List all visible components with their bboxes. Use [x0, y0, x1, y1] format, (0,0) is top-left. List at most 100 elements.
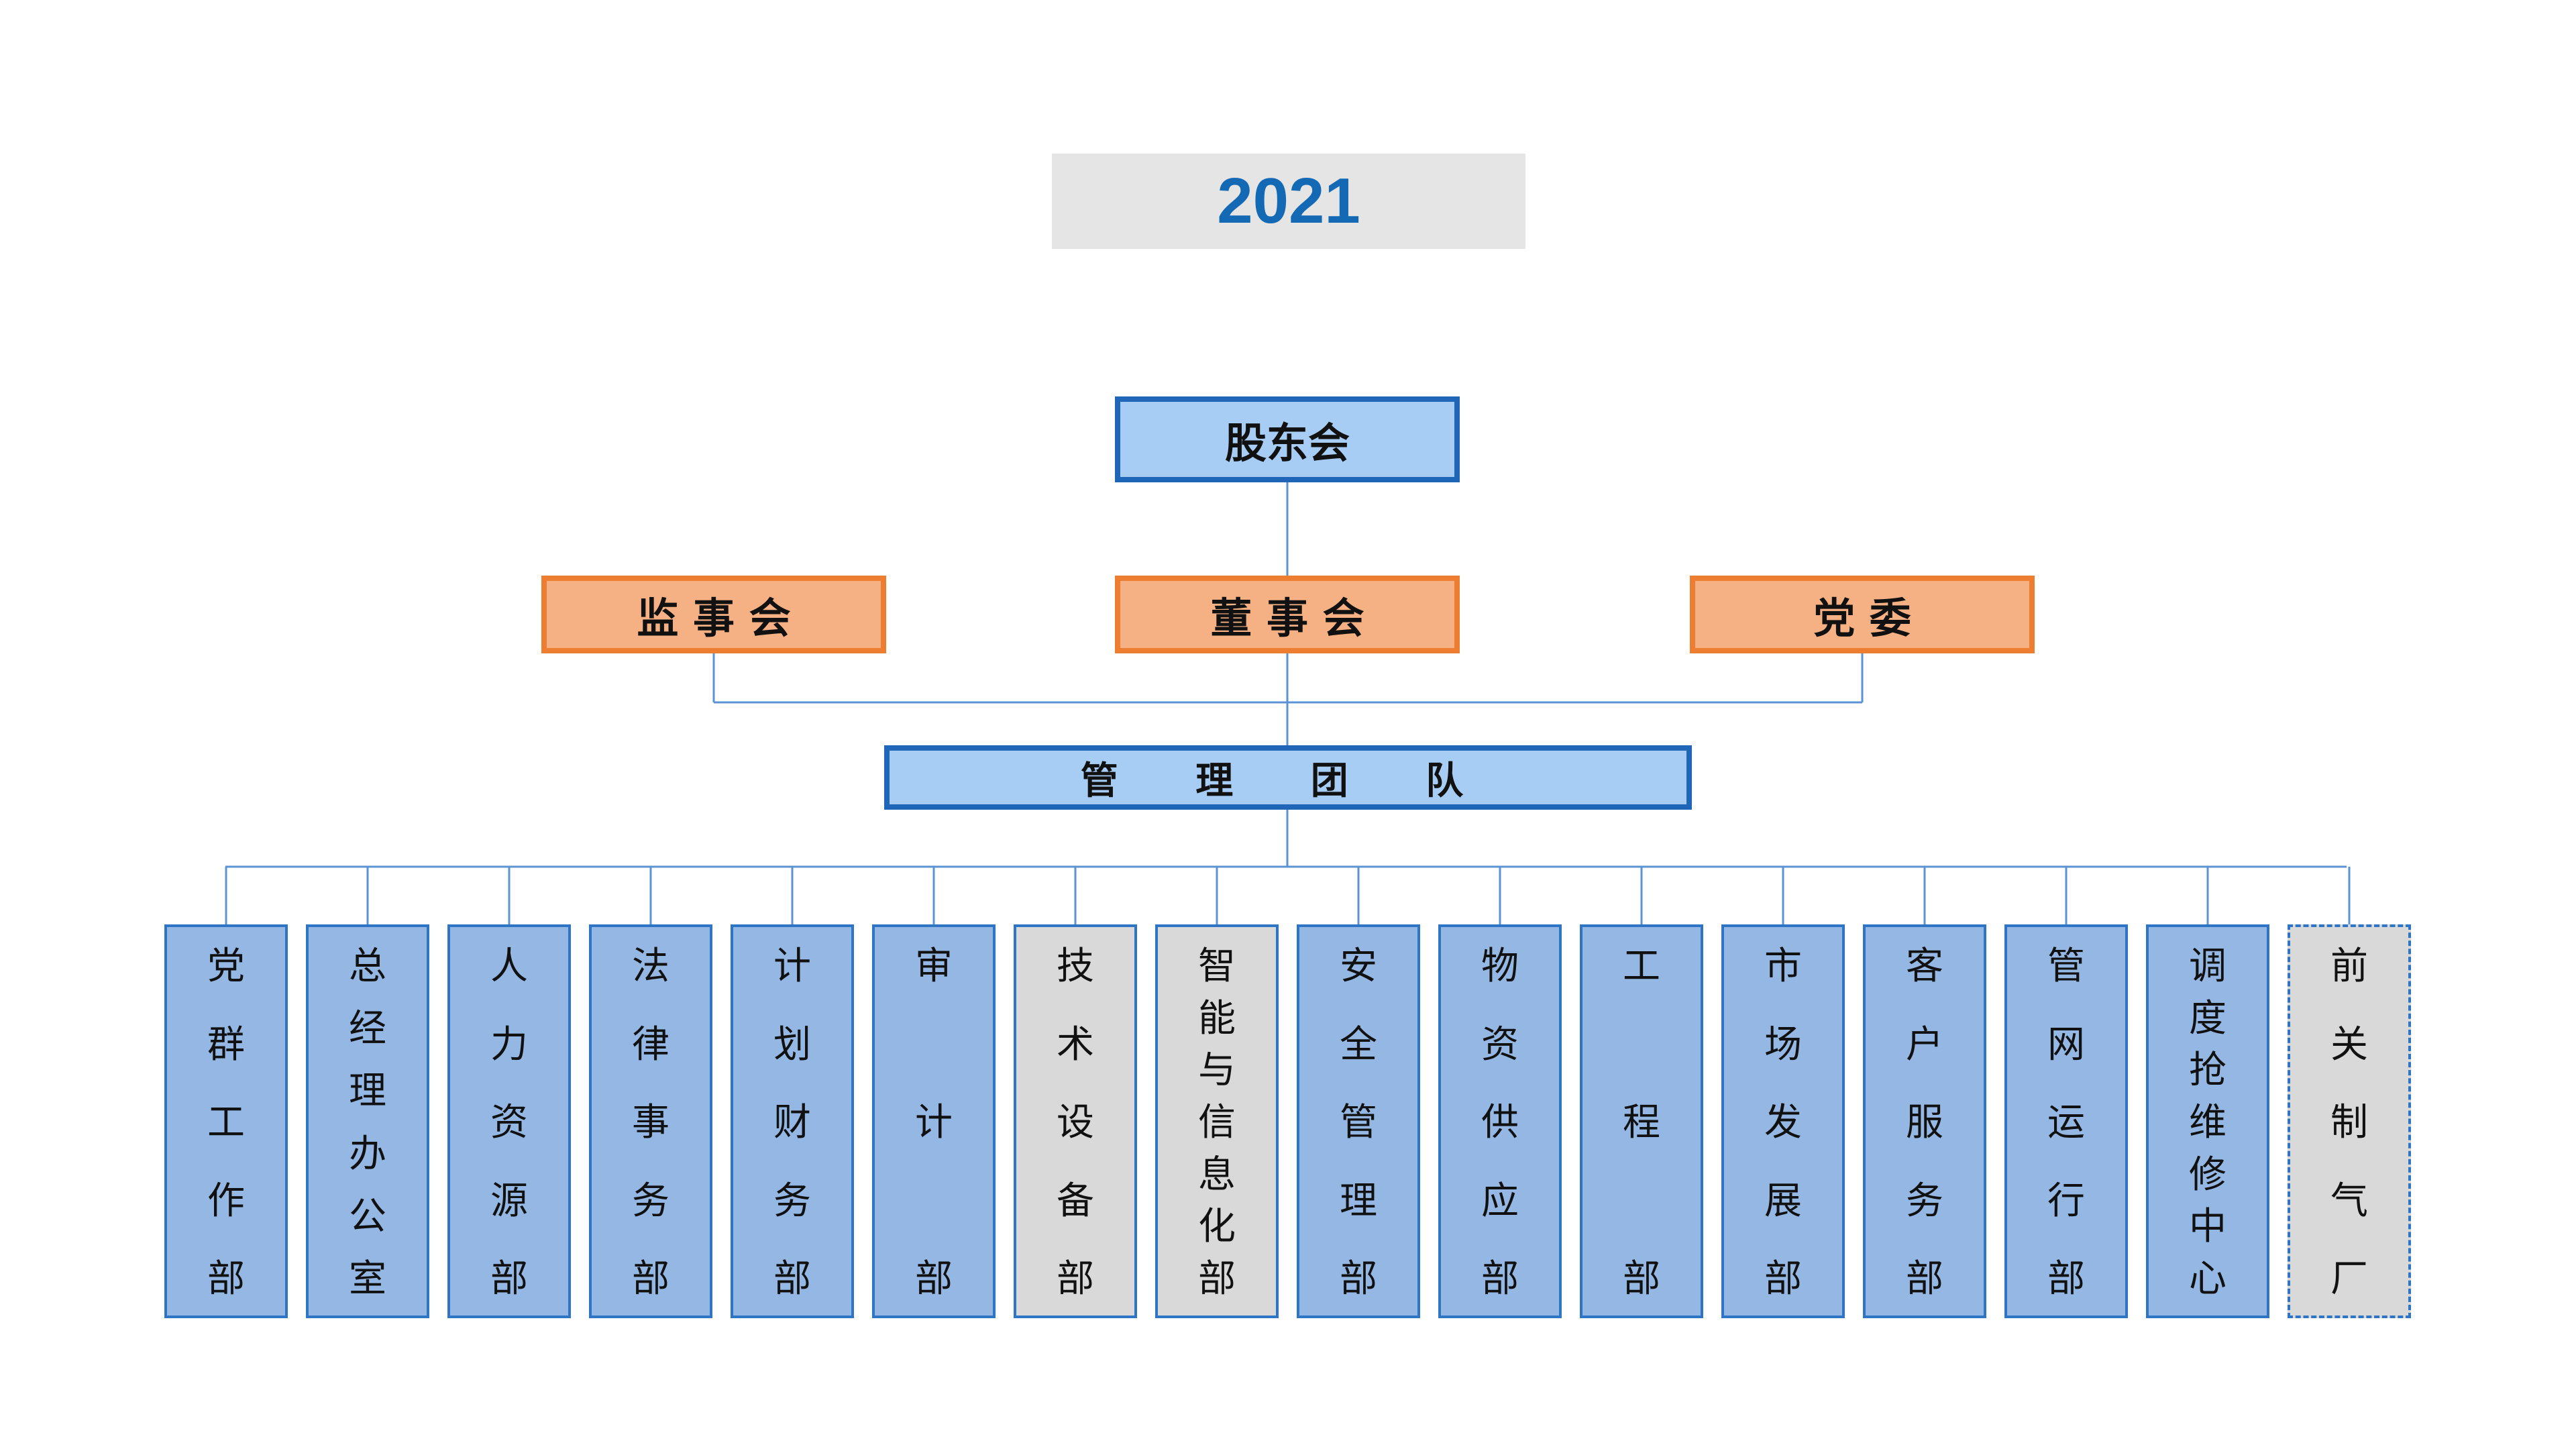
- department-name-character: 部: [2047, 1257, 2085, 1301]
- department-name-character: 全: [1340, 1022, 1377, 1067]
- department-name-character: 部: [1764, 1257, 1802, 1301]
- department-name-character: 工: [1623, 945, 1660, 988]
- department-box: 管网运行部: [2004, 924, 2128, 1318]
- department-name-character: 制: [2330, 1101, 2368, 1145]
- department-box: 前关制气厂: [2288, 924, 2411, 1318]
- department-name-character: 调: [2189, 945, 2226, 988]
- department-name-character: 技: [1057, 945, 1094, 988]
- department-name-character: 法: [632, 945, 669, 988]
- department-name-character: 前: [2330, 945, 2368, 988]
- department-name-character: 行: [2047, 1179, 2085, 1223]
- department-box: 安全管理部: [1297, 924, 1420, 1318]
- department-name-character: 物: [1481, 945, 1519, 988]
- department-name-character: 务: [773, 1179, 811, 1223]
- department-name-character: 网: [2047, 1022, 2085, 1067]
- department-name-character: 部: [1340, 1257, 1377, 1301]
- department-name-character: 室: [349, 1257, 386, 1301]
- department-name-character: 部: [632, 1257, 669, 1301]
- department-name-character: 党: [207, 945, 245, 988]
- department-name-character: 作: [207, 1179, 245, 1223]
- department-box: 人力资源部: [447, 924, 571, 1318]
- department-name-character: 办: [349, 1132, 386, 1176]
- department-name-character: 源: [490, 1179, 528, 1223]
- department-box: 总经理办公室: [306, 924, 429, 1318]
- department-name-character: 部: [773, 1257, 811, 1301]
- department-name-character: 人: [490, 945, 528, 988]
- department-name-character: 气: [2330, 1179, 2368, 1223]
- department-name-character: 度: [2189, 996, 2226, 1040]
- department-name-character: 能: [1198, 996, 1236, 1040]
- department-box: 审计部: [872, 924, 996, 1318]
- department-name-character: 程: [1623, 1101, 1660, 1145]
- management-team-box: 管 理 团 队: [884, 745, 1692, 810]
- department-name-character: 资: [1481, 1022, 1519, 1067]
- department-name-character: 部: [1906, 1257, 1943, 1301]
- department-name-character: 事: [632, 1101, 669, 1145]
- department-name-character: 信: [1198, 1101, 1236, 1145]
- department-name-character: 工: [207, 1101, 245, 1145]
- department-name-character: 客: [1906, 945, 1943, 988]
- department-name-character: 部: [1198, 1257, 1236, 1301]
- department-name-character: 展: [1764, 1179, 1802, 1223]
- department-name-character: 场: [1764, 1022, 1802, 1067]
- department-name-character: 管: [2047, 945, 2085, 988]
- department-name-character: 资: [490, 1101, 528, 1145]
- department-box: 工程部: [1580, 924, 1703, 1318]
- department-name-character: 律: [632, 1022, 669, 1067]
- department-box: 调度抢维修中心: [2146, 924, 2269, 1318]
- department-name-character: 公: [349, 1194, 386, 1238]
- department-name-character: 理: [349, 1069, 386, 1114]
- department-name-character: 部: [207, 1257, 245, 1301]
- department-name-character: 部: [490, 1257, 528, 1301]
- department-box: 智能与信息化部: [1155, 924, 1279, 1318]
- department-name-character: 计: [915, 1101, 953, 1145]
- department-name-character: 厂: [2330, 1257, 2368, 1301]
- department-name-character: 部: [1057, 1257, 1094, 1301]
- department-name-character: 划: [773, 1022, 811, 1067]
- department-box: 物资供应部: [1438, 924, 1562, 1318]
- department-name-character: 群: [207, 1022, 245, 1067]
- department-box: 计划财务部: [731, 924, 854, 1318]
- department-box: 客户服务部: [1863, 924, 1986, 1318]
- department-box: 技术设备部: [1014, 924, 1137, 1318]
- year-banner: 2021: [1052, 154, 1525, 249]
- department-name-character: 户: [1906, 1022, 1943, 1067]
- department-name-character: 术: [1057, 1022, 1094, 1067]
- department-name-character: 力: [490, 1022, 528, 1067]
- department-name-character: 应: [1481, 1179, 1519, 1223]
- department-name-character: 安: [1340, 945, 1377, 988]
- department-name-character: 务: [1906, 1179, 1943, 1223]
- department-name-character: 市: [1764, 945, 1802, 988]
- department-box: 党群工作部: [164, 924, 288, 1318]
- department-name-character: 供: [1481, 1101, 1519, 1145]
- shareholders-box: 股东会: [1115, 396, 1460, 482]
- department-name-character: 备: [1057, 1179, 1094, 1223]
- department-name-character: 维: [2189, 1101, 2226, 1145]
- department-name-character: 中: [2189, 1205, 2226, 1249]
- department-name-character: 设: [1057, 1101, 1094, 1145]
- department-name-character: 心: [2189, 1257, 2226, 1301]
- department-name-character: 务: [632, 1179, 669, 1223]
- department-name-character: 经: [349, 1007, 386, 1051]
- department-name-character: 修: [2189, 1152, 2226, 1197]
- department-name-character: 化: [1198, 1205, 1236, 1249]
- department-name-character: 财: [773, 1101, 811, 1145]
- department-name-character: 运: [2047, 1101, 2085, 1145]
- party-committee-box: 党 委: [1690, 576, 2035, 653]
- supervisory-board-box: 监 事 会: [541, 576, 886, 653]
- department-name-character: 部: [1623, 1257, 1660, 1301]
- board-of-directors-box: 董 事 会: [1115, 576, 1460, 653]
- department-name-character: 智: [1198, 945, 1236, 988]
- department-name-character: 理: [1340, 1179, 1377, 1223]
- department-name-character: 抢: [2189, 1049, 2226, 1093]
- department-box: 法律事务部: [589, 924, 712, 1318]
- department-name-character: 服: [1906, 1101, 1943, 1145]
- department-name-character: 管: [1340, 1101, 1377, 1145]
- department-name-character: 发: [1764, 1101, 1802, 1145]
- department-name-character: 息: [1198, 1152, 1236, 1197]
- department-name-character: 部: [1481, 1257, 1519, 1301]
- department-name-character: 审: [915, 945, 953, 988]
- department-name-character: 计: [773, 945, 811, 988]
